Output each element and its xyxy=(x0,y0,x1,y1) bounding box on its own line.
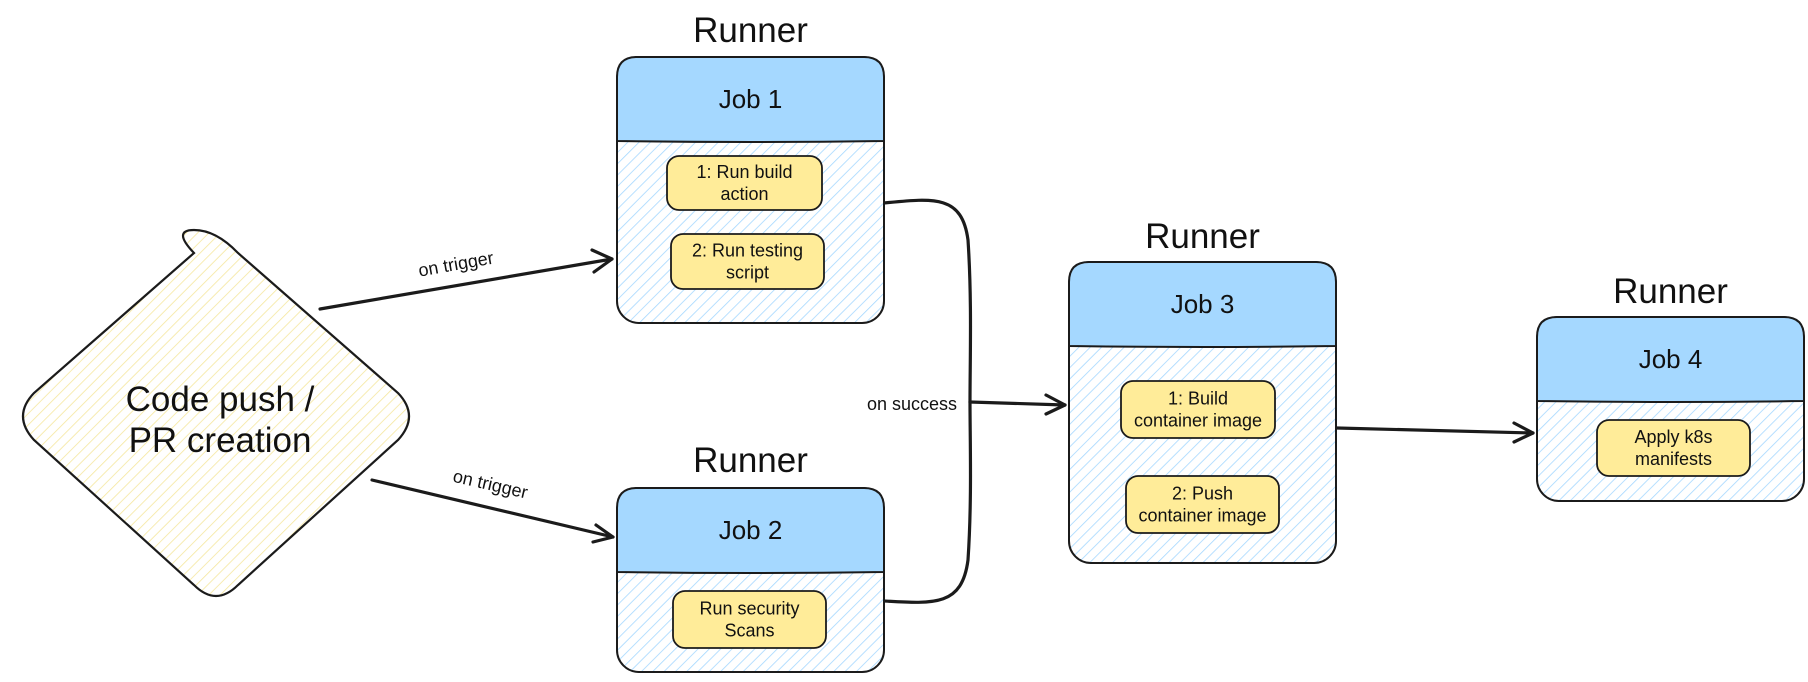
step-text-line-1: Run security xyxy=(699,599,799,619)
arrowhead-job3 xyxy=(1044,393,1067,416)
runner-label-3: Runner xyxy=(1145,217,1260,256)
step-text-line-1: 1: Run build xyxy=(696,162,792,182)
job1-header xyxy=(616,56,885,143)
edge-label-on-trigger-bottom: on trigger xyxy=(451,466,530,503)
edge-job1-to-merge xyxy=(882,198,973,404)
step-box xyxy=(1596,419,1751,477)
edges: on trigger on trigger on success xyxy=(318,198,1535,604)
step-box xyxy=(666,155,823,211)
trigger-node: Code push / PR creation xyxy=(21,228,411,598)
step-text-line-2: container image xyxy=(1134,411,1262,431)
trigger-label-line1: Code push / xyxy=(126,380,315,419)
trigger-diamond-shape xyxy=(21,228,411,598)
step-text-line-2: action xyxy=(720,184,768,204)
step-box xyxy=(1125,475,1280,534)
job3-header xyxy=(1068,261,1337,348)
edge-trigger-to-job2 xyxy=(370,478,615,539)
job2-title: Job 2 xyxy=(719,515,783,545)
step-box xyxy=(670,233,825,290)
edge-trigger-to-job1 xyxy=(318,257,614,311)
edge-merge-to-job3 xyxy=(968,400,1067,407)
step-text-line-1: 2: Push xyxy=(1172,484,1233,504)
step-text-line-2: Scans xyxy=(724,621,774,641)
edge-label-on-success: on success xyxy=(867,394,957,414)
step-text-line-1: Apply k8s xyxy=(1634,427,1712,447)
job2-header xyxy=(616,487,885,574)
job3-title: Job 3 xyxy=(1171,289,1235,319)
step-text-line-2: script xyxy=(726,263,769,283)
step-text-line-1: 1: Build xyxy=(1168,389,1228,409)
job4-title: Job 4 xyxy=(1639,344,1703,374)
step-text-line-2: container image xyxy=(1138,506,1266,526)
arrowhead-job4 xyxy=(1512,421,1535,444)
step-box xyxy=(672,590,827,649)
edge-job2-to-merge xyxy=(882,400,973,604)
runner-label-4: Runner xyxy=(1613,272,1728,311)
job4-header xyxy=(1536,316,1805,403)
runner-label-2: Runner xyxy=(693,441,808,480)
step-text-line-2: manifests xyxy=(1635,449,1712,469)
edge-job3-to-job4 xyxy=(1335,426,1535,435)
job1-title: Job 1 xyxy=(719,84,783,114)
arrowhead-job1 xyxy=(590,248,614,274)
edge-label-on-trigger-top: on trigger xyxy=(417,248,495,281)
runner-label-1: Runner xyxy=(693,11,808,50)
trigger-label-line2: PR creation xyxy=(129,421,312,460)
step-box xyxy=(1120,380,1276,439)
step-text-line-1: 2: Run testing xyxy=(692,241,803,261)
arrowhead-job2 xyxy=(591,523,615,544)
